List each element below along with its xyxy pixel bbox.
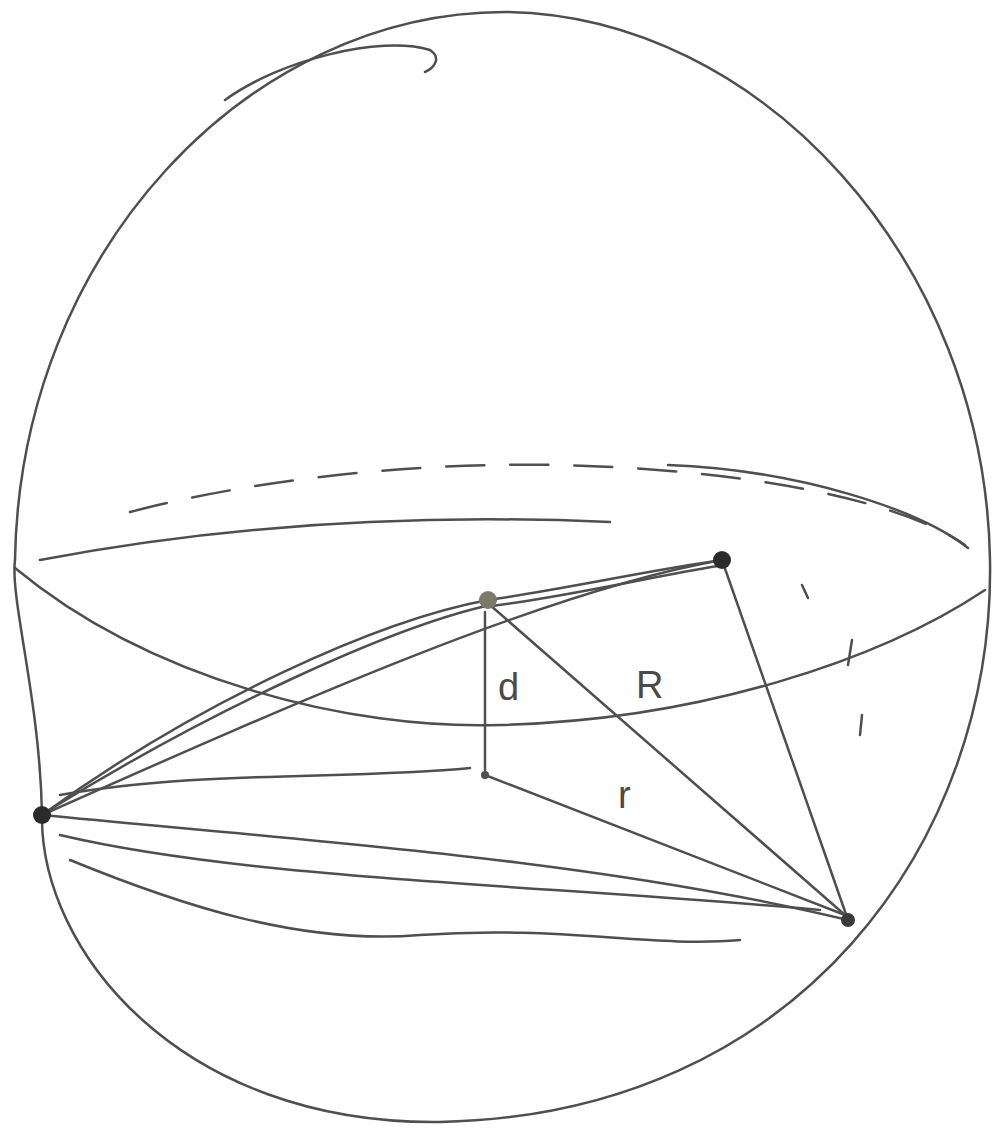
section-front-arc xyxy=(15,568,985,725)
point-dot xyxy=(33,806,51,824)
sphere-outline xyxy=(14,12,990,1122)
sketch-mark xyxy=(802,585,808,598)
section-upper-line xyxy=(668,465,968,548)
segment-line xyxy=(722,560,848,920)
cone-line xyxy=(42,560,722,815)
highlight-stroke xyxy=(225,46,436,100)
sketch-mark xyxy=(848,640,852,665)
segment-line xyxy=(492,566,718,606)
segment-line xyxy=(488,560,722,600)
cone-line xyxy=(42,600,488,815)
cone-line xyxy=(70,860,740,942)
point-dot xyxy=(841,913,855,927)
radius-line xyxy=(485,775,845,915)
point-dot xyxy=(713,551,731,569)
cone-line xyxy=(60,768,470,795)
dimension-label: r xyxy=(618,776,631,814)
cone-line xyxy=(42,815,848,920)
radius-line xyxy=(490,605,845,915)
sphere-center-dot xyxy=(481,771,489,779)
cone-line xyxy=(46,606,486,812)
section-center-dot xyxy=(479,591,497,609)
section-upper-line xyxy=(40,519,610,560)
dimension-label: d xyxy=(498,668,519,706)
section-back-arc xyxy=(130,465,965,545)
sketch-mark xyxy=(860,715,862,735)
distance-line xyxy=(484,612,487,770)
dimension-label: R xyxy=(636,666,663,704)
